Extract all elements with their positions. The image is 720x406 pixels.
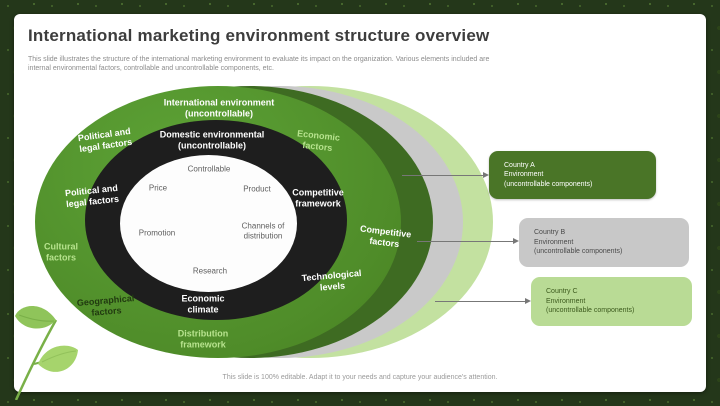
page-title: International marketing environment stru… bbox=[28, 26, 490, 45]
country-c-box: Country C Environment (uncontrollable co… bbox=[531, 277, 692, 326]
country-c-line: (uncontrollable components) bbox=[546, 307, 635, 315]
label-line: Distribution bbox=[177, 328, 229, 339]
label-line: framework bbox=[295, 198, 341, 208]
label-channels-of-distribution: Channels of distribution bbox=[242, 222, 285, 241]
label-line: Competitive bbox=[292, 187, 344, 198]
label-cultural-factors: Cultural factors bbox=[44, 242, 78, 263]
label-research: Research bbox=[192, 266, 228, 276]
label-competitive-framework: Competitive framework bbox=[292, 188, 344, 209]
country-b-line: Environment bbox=[534, 238, 574, 246]
label-line: (uncontrollable) bbox=[184, 108, 253, 118]
label-international-environment: International environment (uncontrollabl… bbox=[164, 98, 275, 119]
label-controllable: Controllable bbox=[187, 164, 231, 174]
arrow-to-country-a bbox=[402, 172, 489, 178]
ellipse-controllable-core bbox=[120, 155, 297, 292]
label-line: International environment bbox=[163, 97, 275, 108]
country-b-box: Country B Environment (uncontrollable co… bbox=[519, 218, 689, 267]
label-domestic-environmental: Domestic environmental (uncontrollable) bbox=[160, 130, 265, 151]
label-line: (uncontrollable) bbox=[178, 140, 246, 150]
label-line: Economic bbox=[181, 293, 225, 304]
label-product: Product bbox=[243, 184, 271, 194]
country-a-line: Country A bbox=[504, 161, 535, 169]
label-line: climate bbox=[187, 304, 219, 314]
label-line: Cultural bbox=[43, 241, 79, 252]
label-promotion: Promotion bbox=[138, 228, 176, 238]
plant-leaf-icon bbox=[14, 306, 78, 400]
country-c-line: Environment bbox=[546, 297, 586, 305]
country-b-line: (uncontrollable components) bbox=[534, 248, 623, 256]
label-economic-climate: Economic climate bbox=[181, 294, 224, 315]
slide-description: This slide illustrates the structure of … bbox=[28, 56, 490, 72]
label-line: factors bbox=[45, 252, 77, 262]
country-a-box: Country A Environment (uncontrollable co… bbox=[489, 151, 656, 199]
country-b-line: Country B bbox=[534, 229, 566, 237]
label-line: framework bbox=[180, 339, 226, 349]
country-a-line: Environment bbox=[504, 171, 544, 179]
label-line: Domestic environmental bbox=[159, 129, 265, 140]
label-price: Price bbox=[148, 183, 168, 193]
footer-note: This slide is 100% editable. Adapt it to… bbox=[222, 374, 498, 381]
label-economic-factors: Economic factors bbox=[296, 128, 341, 153]
label-line: Channels of bbox=[241, 221, 285, 231]
country-c-line: Country C bbox=[546, 288, 578, 296]
label-line: levels bbox=[319, 279, 346, 293]
arrow-to-country-c bbox=[435, 298, 531, 304]
country-a-line: (uncontrollable components) bbox=[504, 180, 593, 188]
label-line: distribution bbox=[243, 231, 283, 240]
arrow-to-country-b bbox=[417, 238, 519, 244]
label-distribution-framework: Distribution framework bbox=[178, 329, 229, 350]
